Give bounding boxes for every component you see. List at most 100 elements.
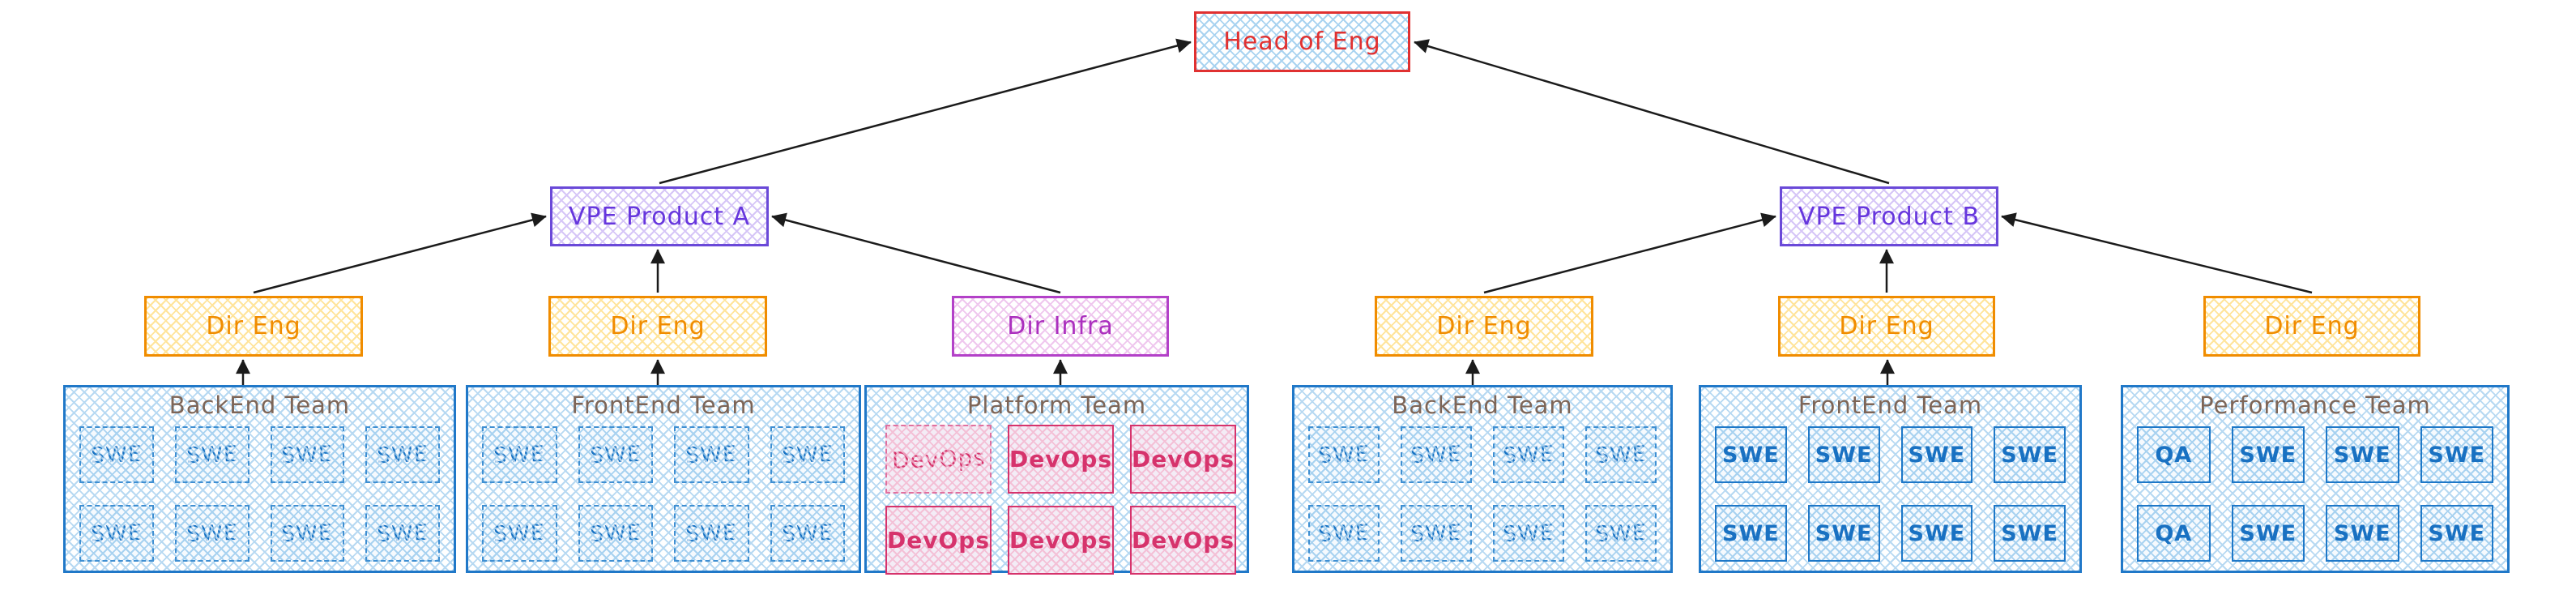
node-dir-eng-2[interactable]: Dir Eng — [548, 296, 767, 357]
node-dir-eng-5[interactable]: Dir Eng — [2203, 296, 2420, 357]
node-dir-eng-4[interactable]: Dir Eng — [1778, 296, 1995, 357]
member-label: QA — [2155, 442, 2193, 468]
member-label: SWE — [280, 520, 334, 547]
member-box-swe[interactable]: SWE — [2420, 505, 2493, 562]
member-box-swe[interactable]: SWE — [1807, 426, 1880, 483]
team-members: SWE SWE SWE SWE SWE SWE SWE SWE — [1701, 419, 2079, 562]
member-box-devops[interactable]: DevOps — [885, 506, 992, 575]
member-label: SWE — [186, 441, 239, 468]
team-performance[interactable]: Performance Team QA SWE SWE SWE QA SWE SWE SWE — [2121, 385, 2510, 573]
member-label: SWE — [1722, 520, 1780, 546]
node-label: Dir Eng — [206, 312, 301, 340]
member-box-swe[interactable]: SWE — [1308, 426, 1380, 483]
member-label: SWE — [1410, 520, 1463, 547]
node-vpe-product-b[interactable]: VPE Product B — [1780, 186, 1998, 246]
member-label: SWE — [1410, 441, 1463, 468]
member-box-swe[interactable]: SWE — [674, 426, 749, 483]
member-box-devops[interactable]: DevOps — [885, 425, 992, 494]
member-box-qa[interactable]: QA — [2137, 505, 2211, 562]
member-box-swe[interactable]: SWE — [365, 426, 440, 483]
member-box-swe[interactable]: SWE — [1308, 505, 1380, 562]
member-box-swe[interactable]: SWE — [1994, 426, 2066, 483]
member-box-swe[interactable]: SWE — [578, 426, 653, 483]
arrow-vpe-b-to-head-of-eng — [1414, 39, 1890, 185]
member-label: SWE — [376, 520, 429, 547]
team-title: BackEnd Team — [168, 391, 351, 419]
member-label: SWE — [186, 520, 239, 547]
member-box-swe[interactable]: SWE — [578, 505, 653, 562]
member-label: SWE — [90, 441, 143, 468]
member-box-swe[interactable]: SWE — [1493, 426, 1564, 483]
member-label: SWE — [1722, 442, 1780, 468]
member-box-swe[interactable]: SWE — [674, 505, 749, 562]
member-box-swe[interactable]: SWE — [1900, 426, 1973, 483]
member-label: SWE — [2001, 442, 2058, 468]
member-box-swe[interactable]: SWE — [770, 505, 845, 562]
team-members: SWE SWE SWE SWE SWE SWE SWE SWE — [1294, 419, 1670, 562]
member-label: DevOps — [887, 527, 990, 554]
member-label: SWE — [589, 441, 642, 468]
member-box-devops[interactable]: DevOps — [1130, 506, 1236, 575]
member-box-swe[interactable]: SWE — [270, 426, 345, 483]
arrow-vpe-a-to-head-of-eng — [659, 38, 1192, 185]
member-box-swe[interactable]: SWE — [1994, 505, 2066, 562]
member-label: SWE — [493, 520, 546, 547]
node-dir-eng-1[interactable]: Dir Eng — [144, 296, 363, 357]
member-box-swe[interactable]: SWE — [270, 505, 345, 562]
member-label: SWE — [2333, 520, 2391, 546]
node-head-of-eng[interactable]: Head of Eng — [1194, 11, 1410, 72]
member-box-swe[interactable]: SWE — [174, 505, 249, 562]
member-box-swe[interactable]: SWE — [1900, 505, 1973, 562]
arrow-dir-infra-to-vpe-a — [771, 212, 1061, 294]
member-box-swe[interactable]: SWE — [2326, 505, 2399, 562]
member-box-devops[interactable]: DevOps — [1130, 425, 1236, 494]
member-box-swe[interactable]: SWE — [1585, 505, 1657, 562]
member-box-swe[interactable]: SWE — [1585, 426, 1657, 483]
member-box-swe[interactable]: SWE — [1401, 505, 1472, 562]
member-label: SWE — [2333, 442, 2391, 468]
member-box-swe[interactable]: SWE — [1715, 426, 1787, 483]
member-box-swe[interactable]: SWE — [2231, 426, 2305, 483]
member-box-swe[interactable]: SWE — [1807, 505, 1880, 562]
arrow-dir-eng-3-to-vpe-b — [1483, 212, 1776, 294]
node-vpe-product-a[interactable]: VPE Product A — [550, 186, 769, 246]
member-box-swe[interactable]: SWE — [482, 505, 557, 562]
node-dir-infra[interactable]: Dir Infra — [952, 296, 1169, 357]
member-label: SWE — [1317, 520, 1371, 547]
member-label: DevOps — [1009, 527, 1112, 554]
member-label: SWE — [1502, 520, 1555, 547]
member-box-swe[interactable]: SWE — [365, 505, 440, 562]
team-title: Platform Team — [966, 391, 1147, 419]
member-box-swe[interactable]: SWE — [770, 426, 845, 483]
member-label: SWE — [2239, 520, 2297, 546]
node-label: Dir Eng — [1839, 312, 1934, 340]
member-box-qa[interactable]: QA — [2137, 426, 2211, 483]
member-box-swe[interactable]: SWE — [174, 426, 249, 483]
member-box-devops[interactable]: DevOps — [1008, 425, 1114, 494]
member-box-swe[interactable]: SWE — [1715, 505, 1787, 562]
arrow-dir-eng-5-to-vpe-b — [2001, 212, 2313, 294]
member-box-swe[interactable]: SWE — [1401, 426, 1472, 483]
member-label: SWE — [2428, 520, 2486, 546]
member-box-swe[interactable]: SWE — [79, 505, 154, 562]
member-label: DevOps — [891, 443, 986, 475]
node-label: Dir Eng — [2264, 312, 2360, 340]
team-backend-a[interactable]: BackEnd Team SWE SWE SWE SWE SWE SWE SWE SWE — [63, 385, 456, 573]
member-label: SWE — [781, 441, 834, 468]
member-box-swe[interactable]: SWE — [2231, 505, 2305, 562]
member-box-swe[interactable]: SWE — [79, 426, 154, 483]
member-box-swe[interactable]: SWE — [2420, 426, 2493, 483]
member-box-swe[interactable]: SWE — [1493, 505, 1564, 562]
member-label: SWE — [589, 520, 642, 547]
node-label: Dir Infra — [1007, 312, 1114, 340]
member-box-swe[interactable]: SWE — [2326, 426, 2399, 483]
member-box-devops[interactable]: DevOps — [1008, 506, 1114, 575]
member-box-swe[interactable]: SWE — [482, 426, 557, 483]
node-dir-eng-3[interactable]: Dir Eng — [1375, 296, 1593, 357]
member-label: SWE — [2428, 442, 2486, 468]
team-title: Performance Team — [2199, 391, 2431, 419]
